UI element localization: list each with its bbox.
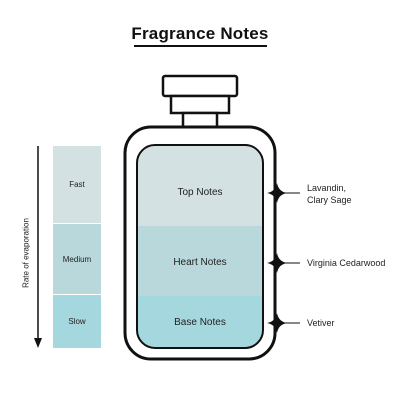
sparkle-icon bbox=[267, 313, 287, 333]
note-label-top: Top Notes bbox=[177, 187, 223, 198]
sparkle-icon bbox=[267, 183, 287, 203]
ingredient-top-line-2: Clary Sage bbox=[307, 195, 352, 205]
title-underline bbox=[134, 45, 267, 47]
layer-heart-notes bbox=[137, 226, 263, 296]
ingredient-base: Vetiver bbox=[307, 317, 335, 329]
bottle-cap-top bbox=[161, 74, 239, 98]
note-label-base: Base Notes bbox=[174, 317, 226, 328]
layer-top-notes bbox=[137, 145, 263, 226]
layer-base-notes bbox=[137, 296, 263, 348]
ingredient-heart: Virginia Cedarwood bbox=[307, 257, 385, 269]
sparkle-icon bbox=[267, 253, 287, 273]
rate-box-slow: Slow bbox=[53, 295, 101, 348]
rate-box-fast: Fast bbox=[53, 146, 101, 223]
ingredient-top-line-1: Lavandin, bbox=[307, 183, 347, 193]
rate-box-medium: Medium bbox=[53, 224, 101, 294]
ingredient-heart-line-1: Virginia Cedarwood bbox=[307, 258, 386, 268]
bottle-cap bbox=[169, 94, 231, 115]
rate-label-slow: Slow bbox=[68, 317, 86, 326]
ingredient-base-line-1: Vetiver bbox=[307, 318, 335, 328]
ingredient-top: Lavandin, Clary Sage bbox=[307, 182, 352, 206]
note-label-heart: Heart Notes bbox=[173, 257, 227, 268]
rate-label-medium: Medium bbox=[62, 254, 92, 264]
page-title: Fragrance Notes bbox=[131, 24, 269, 43]
bottle-body-inner bbox=[136, 144, 264, 349]
rate-label-fast: Fast bbox=[69, 180, 85, 189]
bottle-neck bbox=[181, 111, 219, 129]
